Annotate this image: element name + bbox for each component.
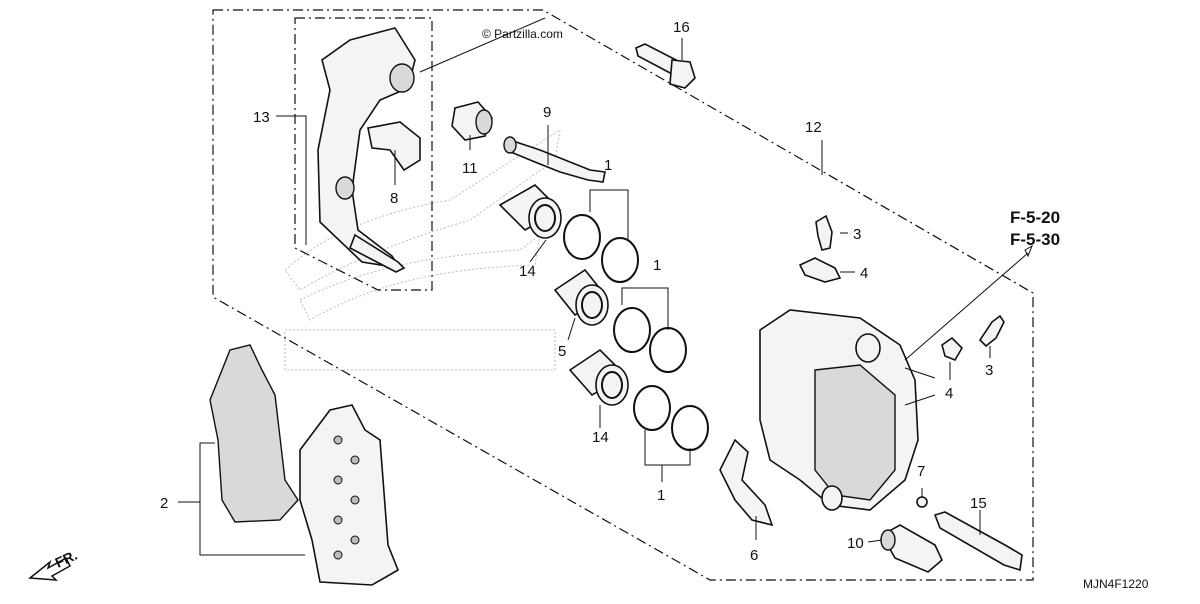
reference-f-5-20: F-5-20: [1010, 208, 1060, 227]
slide-pin: [503, 136, 606, 183]
watermark-text: © Partzilla.com: [482, 27, 563, 41]
callout-16: 16: [673, 19, 690, 36]
callout-1-upper: 1: [604, 157, 612, 174]
pin-bolt: [933, 511, 1023, 572]
assembly-outline: [212, 9, 1034, 581]
front-label: FR.: [53, 547, 80, 571]
callout-labels: 13 8 11 9 16 12 1 1 1 14 5 14 2 3 4 3 4 …: [160, 19, 993, 564]
callout-13: 13: [253, 109, 270, 126]
callout-4-upper: 4: [860, 265, 868, 282]
piston-upper: [498, 184, 562, 239]
callout-7: 7: [917, 463, 925, 480]
callout-8: 8: [390, 190, 398, 207]
diagram-code: MJN4F1220: [1083, 577, 1149, 591]
callout-15: 15: [970, 495, 987, 512]
mounting-bolt-short: [880, 524, 943, 573]
bleeder-cap-upper: [798, 257, 842, 283]
callout-11: 11: [462, 160, 478, 177]
bleeder-valve-upper: [815, 214, 833, 251]
caliper-bracket: [317, 27, 416, 273]
brake-pads: [209, 344, 400, 586]
callout-12: 12: [805, 119, 822, 136]
callout-5: 5: [558, 343, 566, 360]
callout-2: 2: [160, 495, 168, 512]
callout-3-upper: 3: [853, 226, 861, 243]
front-direction-indicator: FR.: [28, 547, 80, 581]
callout-14-lower: 14: [592, 429, 609, 446]
bracket-group-box: [294, 17, 433, 291]
callout-4-right: 4: [945, 385, 953, 402]
pad-spring: [367, 121, 421, 172]
mounting-bolt-long: [635, 43, 696, 89]
pin-boot: [451, 101, 493, 141]
callout-6: 6: [750, 547, 758, 564]
bleeder-valve-right: [978, 314, 1005, 348]
sealing-washer: [916, 496, 928, 508]
bleeder-cap-right: [941, 336, 964, 361]
leader-lines: [178, 17, 1033, 556]
piston-seals: [563, 214, 709, 451]
piston-lower: [568, 348, 629, 406]
piston-middle: [553, 268, 609, 326]
arrow-icon: [28, 556, 71, 581]
pad-retainer-clip: [719, 438, 774, 527]
caliper-body: [759, 309, 919, 511]
callout-1-middle: 1: [653, 257, 661, 274]
callout-9: 9: [543, 104, 551, 121]
callout-14-upper: 14: [519, 263, 536, 280]
reference-f-5-30: F-5-30: [1010, 230, 1060, 249]
callout-1-lower: 1: [657, 487, 665, 504]
callout-10: 10: [847, 535, 864, 552]
callout-3-right: 3: [985, 362, 993, 379]
